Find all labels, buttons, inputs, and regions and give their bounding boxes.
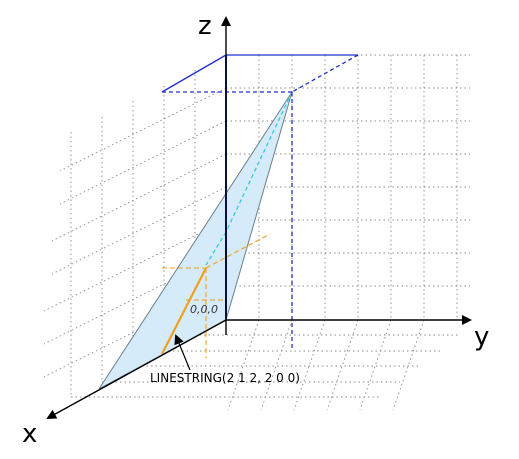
x-axis-label: x [22,419,37,449]
orange-projections [162,233,271,358]
hidden-edges [205,91,293,266]
y-axis-label: y [474,322,489,352]
linestring-segment [161,267,207,355]
floor-grid [71,319,460,411]
z-axis-label: z [198,11,212,41]
callout-arrow [174,334,191,371]
x-axis [46,319,227,419]
linestring-label: LINESTRING(2 1 2, 2 0 0) [150,371,300,385]
origin-label: 0,0,0 [190,303,218,316]
axes [46,16,472,419]
